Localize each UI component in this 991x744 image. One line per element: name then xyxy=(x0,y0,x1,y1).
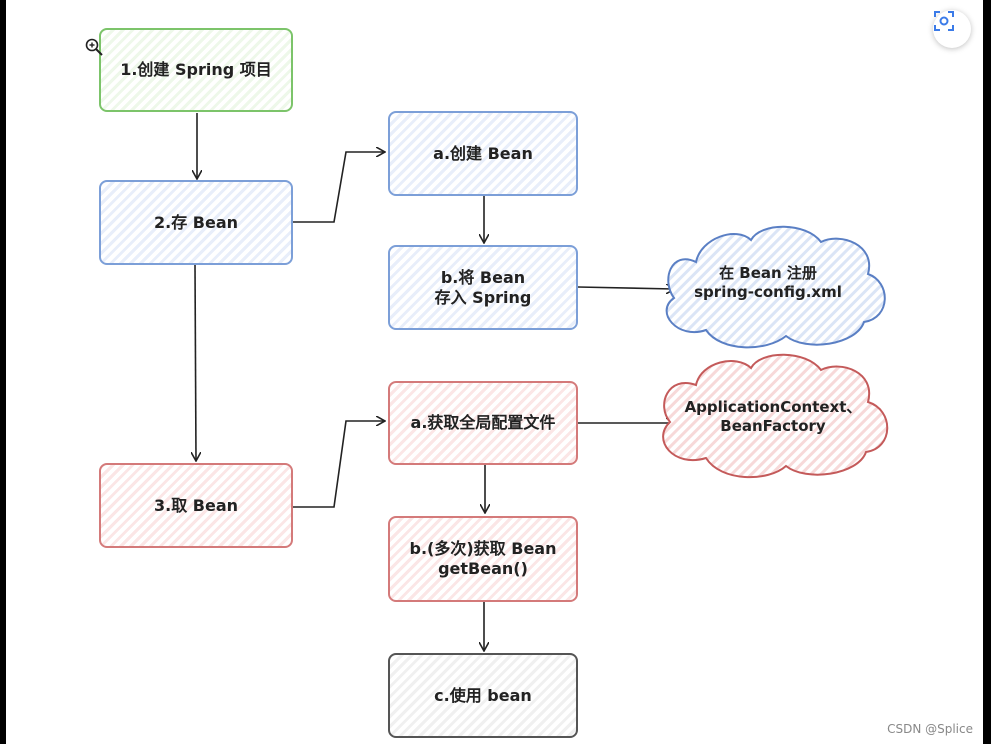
cloud-label-register-xml: 在 Bean 注册 spring-config.xml xyxy=(694,264,842,301)
arrow-get-to-config xyxy=(293,421,384,508)
node-fetch-bean: b.(多次)获取 Bean getBean() xyxy=(388,516,578,602)
cloud-context xyxy=(662,353,889,479)
node-register-bean: b.将 Bean 存入 Spring xyxy=(388,245,578,330)
arrow-store-to-create-bean xyxy=(293,152,384,223)
cloud-register-xml xyxy=(665,225,886,349)
scan-button[interactable] xyxy=(933,10,971,48)
arrow-register-to-xml xyxy=(577,287,674,289)
node-get-bean: 3.取 Bean xyxy=(99,463,293,548)
node-create-project: 1.创建 Spring 项目 xyxy=(99,28,293,112)
node-store-bean: 2.存 Bean xyxy=(99,180,293,265)
node-get-config: a.获取全局配置文件 xyxy=(388,381,578,465)
connectors-layer xyxy=(6,113,889,744)
arrow-store-to-get xyxy=(195,264,196,460)
cloud-label-context: ApplicationContext、 BeanFactory xyxy=(684,398,862,435)
watermark-text: CSDN @Splice xyxy=(887,722,973,736)
scan-icon xyxy=(934,11,954,31)
node-use-bean: c.使用 bean xyxy=(388,653,578,738)
node-create-bean: a.创建 Bean xyxy=(388,111,578,196)
diagram-canvas: 1.创建 Spring 项目 2.存 Bean 3.取 Bean a.创建 Be… xyxy=(6,0,983,744)
